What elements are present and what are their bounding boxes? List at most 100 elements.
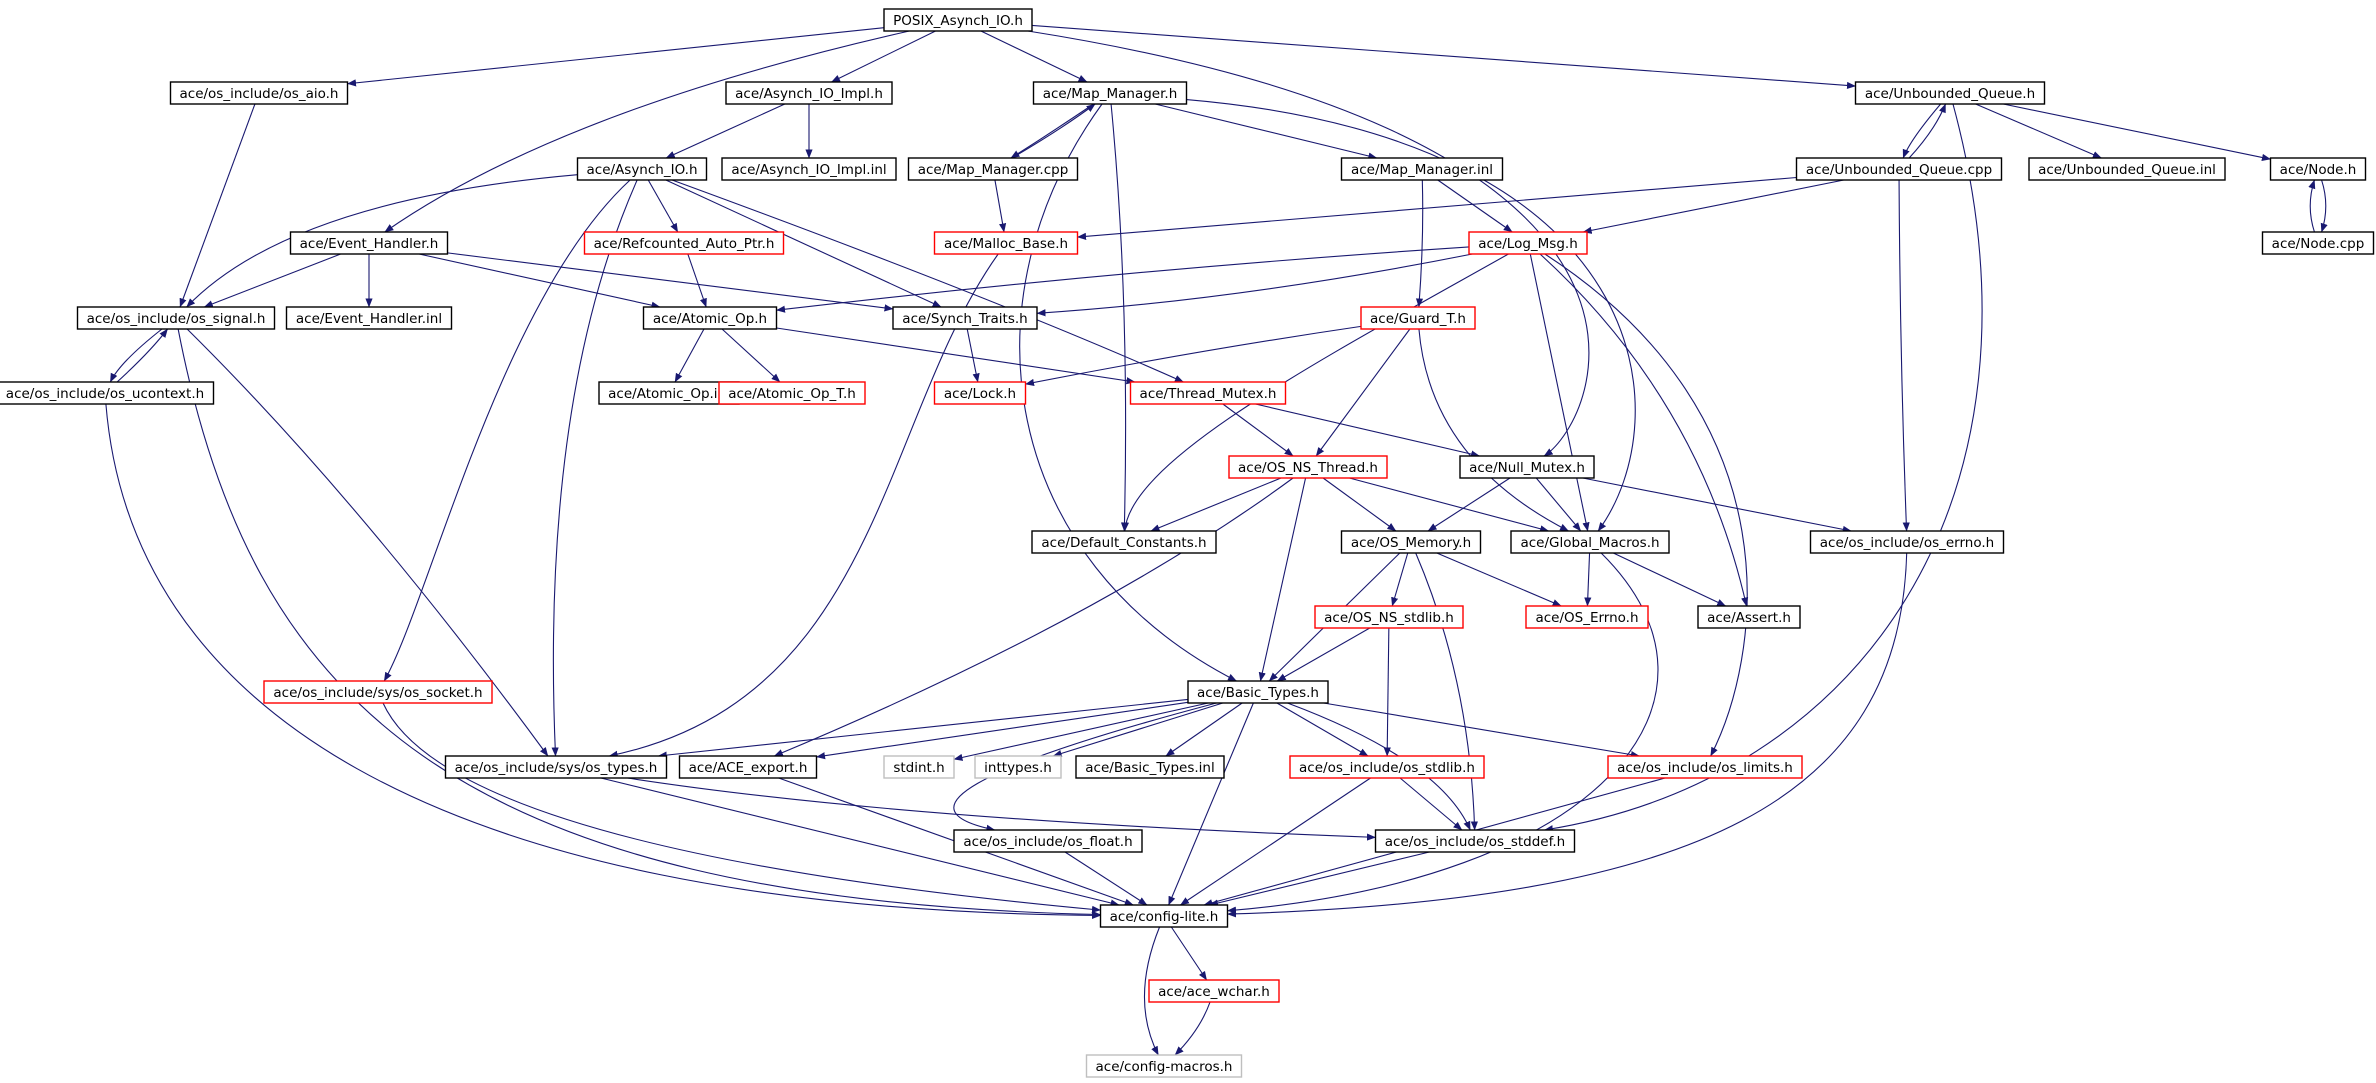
node-box	[933, 381, 1027, 405]
edge-basic-types-h-to-ace-export-h	[816, 701, 1189, 760]
node-ace-export-h[interactable]: ace/ACE_export.h	[678, 755, 818, 779]
edge-event-handler-h-to-os-signal-h	[203, 253, 341, 308]
node-label: ace/Atomic_Op.inl	[608, 386, 730, 402]
node-map-manager-h[interactable]: ace/Map_Manager.h	[1032, 81, 1188, 105]
node-unbounded-queue-inl[interactable]: ace/Unbounded_Queue.inl	[2028, 157, 2226, 181]
node-label: ace/Synch_Traits.h	[902, 311, 1027, 327]
node-label: ace/ace_wchar.h	[1158, 984, 1270, 1000]
node-assert-h[interactable]: ace/Assert.h	[1697, 605, 1801, 629]
node-asynch-io-h[interactable]: ace/Asynch_IO.h	[576, 157, 708, 181]
node-config-lite-h[interactable]: ace/config-lite.h	[1099, 904, 1229, 928]
node-os-socket-h[interactable]: ace/os_include/sys/os_socket.h	[263, 680, 493, 704]
node-label: stdint.h	[893, 760, 944, 776]
node-box	[725, 81, 893, 105]
edge-os-signal-h-to-os-ucontext-h	[109, 328, 163, 383]
edge-event-handler-h-to-synch-traits-h	[447, 252, 894, 312]
node-thread-mutex-h[interactable]: ace/Thread_Mutex.h	[1129, 381, 1287, 405]
edge-posix-asynch-io-h-to-null-mutex-h	[1027, 30, 1590, 457]
node-box	[76, 306, 276, 330]
node-os-stddef-h[interactable]: ace/os_include/os_stddef.h	[1374, 829, 1576, 853]
node-os-aio-h[interactable]: ace/os_include/os_aio.h	[169, 81, 349, 105]
node-ace-wchar-h[interactable]: ace/ace_wchar.h	[1148, 979, 1280, 1003]
node-basic-types-inl[interactable]: ace/Basic_Types.inl	[1075, 755, 1225, 779]
node-label: ace/os_include/sys/os_socket.h	[273, 685, 482, 701]
node-box	[1032, 81, 1188, 105]
node-map-manager-inl[interactable]: ace/Map_Manager.inl	[1340, 157, 1504, 181]
edge-os-ns-thread-h-to-basic-types-h	[1258, 477, 1307, 682]
edge-unbounded-queue-cpp-to-os-errno-h	[1898, 179, 1910, 532]
node-default-constants-h[interactable]: ace/Default_Constants.h	[1031, 530, 1217, 554]
edge-basic-types-h-to-config-lite-h	[1168, 702, 1254, 906]
node-box	[1085, 1054, 1243, 1078]
node-box	[1228, 455, 1388, 479]
edge-posix-asynch-io-h-to-event-handler-h	[384, 30, 910, 233]
edge-thread-mutex-h-to-null-mutex-h	[1255, 403, 1481, 458]
node-event-handler-h[interactable]: ace/Event_Handler.h	[289, 231, 449, 255]
node-lock-h[interactable]: ace/Lock.h	[933, 381, 1027, 405]
node-asynch-io-impl-inl[interactable]: ace/Asynch_IO_Impl.inl	[721, 157, 897, 181]
node-os-limits-h[interactable]: ace/os_include/os_limits.h	[1607, 755, 1803, 779]
node-os-ns-thread-h[interactable]: ace/OS_NS_Thread.h	[1228, 455, 1388, 479]
node-atomic-op-inl[interactable]: ace/Atomic_Op.inl	[598, 381, 740, 405]
edge-basic-types-h-to-os-types-h	[657, 698, 1189, 759]
node-box	[933, 231, 1079, 255]
node-os-types-h[interactable]: ace/os_include/sys/os_types.h	[444, 755, 668, 779]
node-map-manager-cpp[interactable]: ace/Map_Manager.cpp	[907, 157, 1079, 181]
edge-guard-t-h-to-lock-h	[1025, 325, 1362, 387]
node-label: ace/os_include/os_stddef.h	[1385, 834, 1565, 850]
node-global-macros-h[interactable]: ace/Global_Macros.h	[1510, 530, 1670, 554]
node-box	[1607, 755, 1803, 779]
node-guard-t-h[interactable]: ace/Guard_T.h	[1360, 306, 1476, 330]
node-label: ace/ACE_export.h	[689, 760, 808, 776]
node-box	[678, 755, 818, 779]
node-box	[1374, 829, 1576, 853]
node-label: ace/Refcounted_Auto_Ptr.h	[594, 236, 775, 252]
node-synch-traits-h[interactable]: ace/Synch_Traits.h	[892, 306, 1038, 330]
node-os-errno-h[interactable]: ace/os_include/os_errno.h	[1809, 530, 2005, 554]
edge-log-msg-h-to-assert-h	[1539, 253, 1749, 607]
node-os-ucontext-h[interactable]: ace/os_include/os_ucontext.h	[0, 381, 215, 405]
edge-map-manager-inl-to-log-msg-h	[1437, 179, 1513, 233]
node-malloc-base-h[interactable]: ace/Malloc_Base.h	[933, 231, 1079, 255]
edge-log-msg-h-to-atomic-op-h	[776, 246, 1470, 313]
node-os-stdlib-h[interactable]: ace/os_include/os_stdlib.h	[1289, 755, 1485, 779]
node-label: ace/Basic_Types.h	[1197, 685, 1319, 701]
edge-os-stdlib-h-to-os-stddef-h	[1399, 777, 1463, 831]
node-node-h[interactable]: ace/Node.h	[2269, 157, 2367, 181]
node-basic-types-h[interactable]: ace/Basic_Types.h	[1187, 680, 1329, 704]
edge-os-errno-h-to-config-lite-h	[1227, 552, 1908, 918]
node-event-handler-inl[interactable]: ace/Event_Handler.inl	[285, 306, 453, 330]
node-node-cpp[interactable]: ace/Node.cpp	[2261, 231, 2375, 255]
node-label: inttypes.h	[984, 760, 1052, 776]
node-stdint-h: stdint.h	[883, 755, 955, 779]
node-asynch-io-impl-h[interactable]: ace/Asynch_IO_Impl.h	[725, 81, 893, 105]
node-log-msg-h[interactable]: ace/Log_Msg.h	[1468, 231, 1588, 255]
node-box	[583, 231, 785, 255]
node-ace-os-errno-h[interactable]: ace/OS_Errno.h	[1525, 605, 1649, 629]
edge-map-manager-h-to-map-manager-cpp	[1010, 103, 1094, 159]
node-box	[1360, 306, 1476, 330]
edge-os-ns-stdlib-h-to-os-stdlib-h	[1383, 627, 1391, 757]
node-box	[444, 755, 668, 779]
edge-ace-wchar-h-to-config-macros-h	[1174, 1001, 1211, 1056]
node-label: ace/Unbounded_Queue.inl	[2038, 162, 2216, 178]
node-unbounded-queue-h[interactable]: ace/Unbounded_Queue.h	[1854, 81, 2046, 105]
edge-os-ns-thread-h-to-global-macros-h	[1349, 477, 1550, 533]
node-os-signal-h[interactable]: ace/os_include/os_signal.h	[76, 306, 276, 330]
edge-asynch-io-h-to-thread-mutex-h	[671, 179, 1184, 383]
edge-guard-t-h-to-global-macros-h	[1418, 328, 1569, 532]
edge-log-msg-h-to-synch-traits-h	[1036, 253, 1473, 317]
node-os-memory-h[interactable]: ace/OS_Memory.h	[1340, 530, 1482, 554]
edge-os-signal-h-to-config-lite-h	[177, 328, 1101, 918]
node-label: ace/Node.cpp	[2272, 236, 2365, 252]
edge-basic-types-h-to-os-stdlib-h	[1276, 702, 1369, 757]
node-unbounded-queue-cpp[interactable]: ace/Unbounded_Queue.cpp	[1795, 157, 2003, 181]
node-refcounted-auto-ptr-h[interactable]: ace/Refcounted_Auto_Ptr.h	[583, 231, 785, 255]
node-label: ace/Event_Handler.inl	[296, 311, 442, 327]
edge-null-mutex-h-to-os-errno-h	[1582, 477, 1852, 533]
node-atomic-op-t-h[interactable]: ace/Atomic_Op_T.h	[718, 381, 866, 405]
node-os-ns-stdlib-h[interactable]: ace/OS_NS_stdlib.h	[1314, 605, 1464, 629]
node-null-mutex-h[interactable]: ace/Null_Mutex.h	[1459, 455, 1595, 479]
node-os-float-h[interactable]: ace/os_include/os_float.h	[953, 829, 1143, 853]
node-atomic-op-h[interactable]: ace/Atomic_Op.h	[642, 306, 778, 330]
